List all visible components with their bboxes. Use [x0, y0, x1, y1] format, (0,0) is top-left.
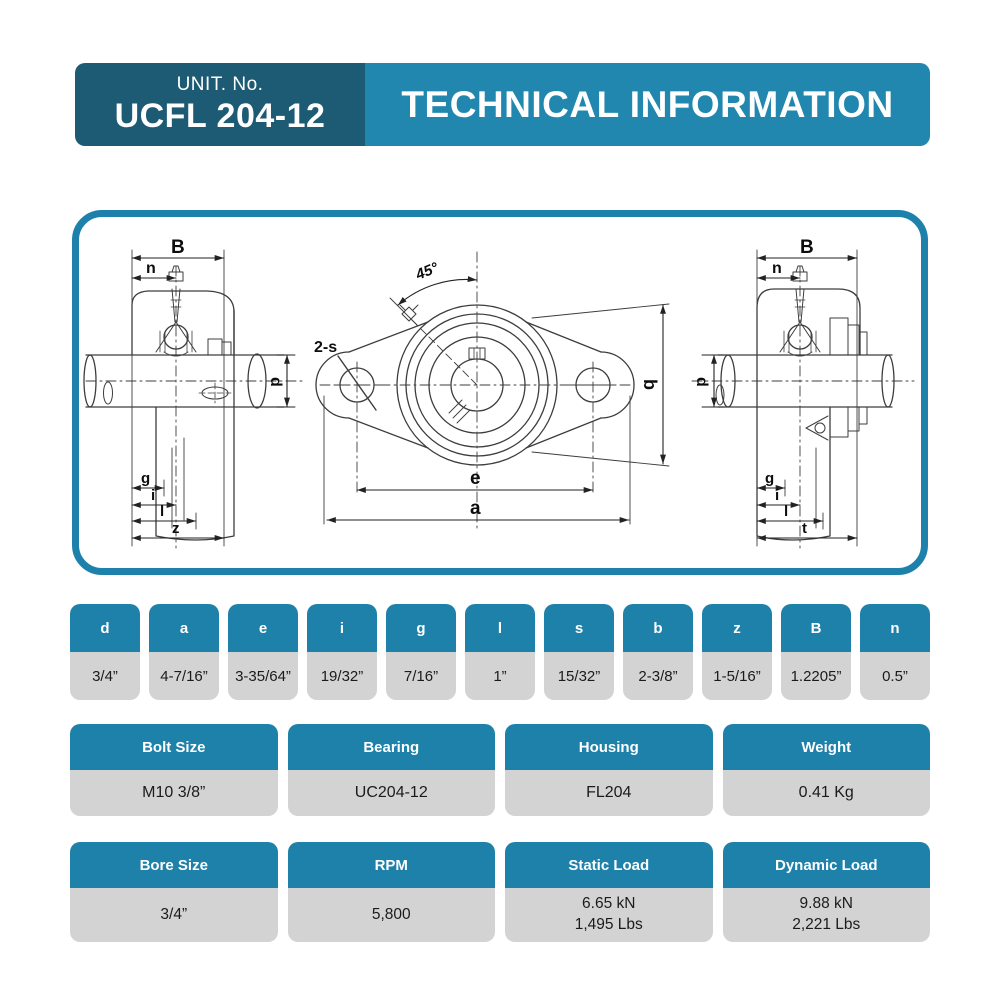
dim-value-cell: 1”	[465, 652, 535, 700]
dim-header-cell: a	[149, 604, 219, 652]
load-value-cell: 9.88 kN 2,221 Lbs	[722, 888, 930, 942]
load-value-line1: 6.65 kN	[582, 895, 636, 913]
dim-value-cell: 3-35/64”	[228, 652, 298, 700]
dim-col: n 0.5”	[860, 604, 930, 700]
load-value-line1: 9.88 kN	[799, 895, 853, 913]
spec-header-cell: Bearing	[287, 724, 495, 770]
dim-value-cell: 19/32”	[307, 652, 377, 700]
dim-col: a 4-7/16”	[149, 604, 219, 700]
dim-header-cell: e	[228, 604, 298, 652]
title-box: TECHNICAL INFORMATION	[365, 63, 930, 146]
label-n-right: n	[772, 260, 782, 277]
spec-value-cell: FL204	[505, 770, 713, 816]
spec-col: Bearing UC204-12	[287, 724, 495, 816]
load-header-cell: Static Load	[505, 842, 713, 888]
dim-col: g 7/16”	[386, 604, 456, 700]
load-value-line1: 3/4”	[160, 905, 188, 923]
load-value-cell: 3/4”	[70, 888, 278, 942]
dim-header-cell: z	[702, 604, 772, 652]
header-banner: UNIT. No. UCFL 204-12 TECHNICAL INFORMAT…	[75, 63, 930, 146]
load-value-line2: 2,221 Lbs	[792, 916, 861, 933]
load-value-cell: 6.65 kN 1,495 Lbs	[505, 888, 713, 942]
label-g-right: g	[765, 470, 774, 487]
label-g-left: g	[141, 470, 150, 487]
load-value-cell: 5,800	[287, 888, 495, 942]
dim-col: z 1-5/16”	[702, 604, 772, 700]
label-2s: 2-s	[314, 339, 337, 356]
spec-header-cell: Weight	[722, 724, 930, 770]
dim-header-cell: d	[70, 604, 140, 652]
dim-col: B 1.2205”	[781, 604, 851, 700]
label-b: b	[640, 379, 660, 390]
label-e: e	[470, 468, 481, 489]
dim-col: l 1”	[465, 604, 535, 700]
page-title: TECHNICAL INFORMATION	[401, 83, 894, 125]
dim-col: i 19/32”	[307, 604, 377, 700]
dim-header-cell: b	[623, 604, 693, 652]
dim-value-cell: 1-5/16”	[702, 652, 772, 700]
label-d-left: d	[267, 377, 284, 387]
dim-header-cell: n	[860, 604, 930, 652]
dim-value-cell: 4-7/16”	[149, 652, 219, 700]
dim-col: s 15/32”	[544, 604, 614, 700]
load-value-line1: 5,800	[371, 905, 411, 923]
spec-header-cell: Bolt Size	[70, 724, 278, 770]
label-d-right: d	[693, 377, 710, 387]
dim-value-cell: 2-3/8”	[623, 652, 693, 700]
dim-header-cell: g	[386, 604, 456, 652]
load-header-cell: RPM	[287, 842, 495, 888]
label-B-right: B	[800, 237, 814, 258]
dim-header-cell: B	[781, 604, 851, 652]
unit-label: UNIT. No.	[176, 73, 264, 95]
load-col: Dynamic Load 9.88 kN 2,221 Lbs	[722, 842, 930, 942]
spec-value-cell: M10 3/8”	[70, 770, 278, 816]
unit-number-box: UNIT. No. UCFL 204-12	[75, 63, 365, 146]
label-B-left: B	[171, 237, 185, 258]
load-col: RPM 5,800	[287, 842, 495, 942]
load-value-line2: 1,495 Lbs	[574, 916, 643, 933]
dim-header-cell: i	[307, 604, 377, 652]
label-t-right: t	[802, 520, 807, 537]
dimensions-table: d 3/4” a 4-7/16” e 3-35/64” i 19/32” g 7…	[70, 604, 930, 700]
label-45deg: 45°	[413, 259, 442, 284]
unit-number: UCFL 204-12	[114, 96, 326, 135]
technical-drawing: B n d g i l z	[83, 237, 915, 549]
front-view: 45° 2-s b e a	[314, 251, 670, 529]
dim-col: b 2-3/8”	[623, 604, 693, 700]
spec-value-cell: 0.41 Kg	[722, 770, 930, 816]
load-table: Bore Size 3/4” RPM 5,800 Static Load 6.6…	[70, 842, 930, 942]
spec-header-cell: Housing	[505, 724, 713, 770]
left-side-view: B n d g i l z	[83, 237, 303, 549]
load-header-cell: Dynamic Load	[722, 842, 930, 888]
label-l-right: l	[784, 503, 788, 520]
spec-col: Bolt Size M10 3/8”	[70, 724, 278, 816]
dim-value-cell: 0.5”	[860, 652, 930, 700]
dim-header-cell: l	[465, 604, 535, 652]
spec-col: Weight 0.41 Kg	[722, 724, 930, 816]
label-a: a	[470, 498, 481, 519]
dim-value-cell: 15/32”	[544, 652, 614, 700]
right-side-view: B n d g i l t	[691, 237, 915, 549]
label-i-right: i	[775, 487, 779, 504]
load-col: Bore Size 3/4”	[70, 842, 278, 942]
dim-value-cell: 3/4”	[70, 652, 140, 700]
spec-table: Bolt Size M10 3/8” Bearing UC204-12 Hous…	[70, 724, 930, 816]
dim-col: d 3/4”	[70, 604, 140, 700]
label-l-left: l	[160, 503, 164, 520]
spec-value-cell: UC204-12	[287, 770, 495, 816]
label-z-left: z	[172, 520, 180, 537]
dim-col: e 3-35/64”	[228, 604, 298, 700]
dim-value-cell: 1.2205”	[781, 652, 851, 700]
dim-header-cell: s	[544, 604, 614, 652]
load-header-cell: Bore Size	[70, 842, 278, 888]
technical-drawing-panel: B n d g i l z	[72, 210, 928, 575]
load-col: Static Load 6.65 kN 1,495 Lbs	[505, 842, 713, 942]
dim-value-cell: 7/16”	[386, 652, 456, 700]
label-n-left: n	[146, 260, 156, 277]
label-i-left: i	[151, 487, 155, 504]
spec-col: Housing FL204	[505, 724, 713, 816]
